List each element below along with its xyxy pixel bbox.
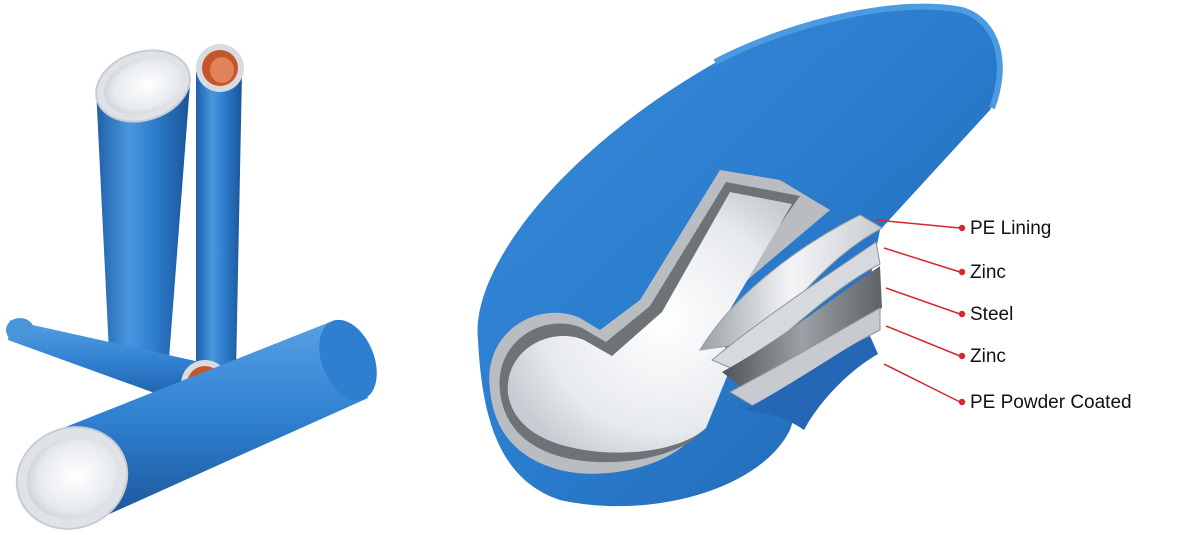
leader-line-zinc-outer [883,247,961,273]
large-pipe-white-lining [15,319,377,530]
steel-sheet [722,266,882,392]
label-zinc-inner: Zinc [970,346,1006,367]
label-zinc-outer: Zinc [970,262,1006,283]
tall-pipe-white-lining [95,49,191,372]
leader-dot-steel [958,310,966,318]
pipe-bundle-image [6,44,377,530]
peeled-layers [699,214,884,430]
bore-interior [507,192,792,453]
leader-line-pe-lining [875,219,961,229]
pe-powder-sheet [744,336,878,430]
leader-line-steel [885,287,961,315]
label-pe-lining: PE Lining [970,218,1052,239]
leader-dot-zinc-outer [958,268,966,276]
leader-line-pe-powder [883,363,961,403]
leader-dot-pe-powder [958,398,966,406]
leader-lines [875,219,966,406]
tall-pipe-copper-lining [196,44,244,372]
label-pe-powder-coated: PE Powder Coated [970,392,1132,413]
leader-dot-zinc-inner [958,352,966,360]
label-steel: Steel [970,304,1014,325]
leader-line-zinc-inner [885,325,961,357]
pipe-cutaway-image [477,3,1003,507]
leader-dot-pe-lining [958,224,966,232]
